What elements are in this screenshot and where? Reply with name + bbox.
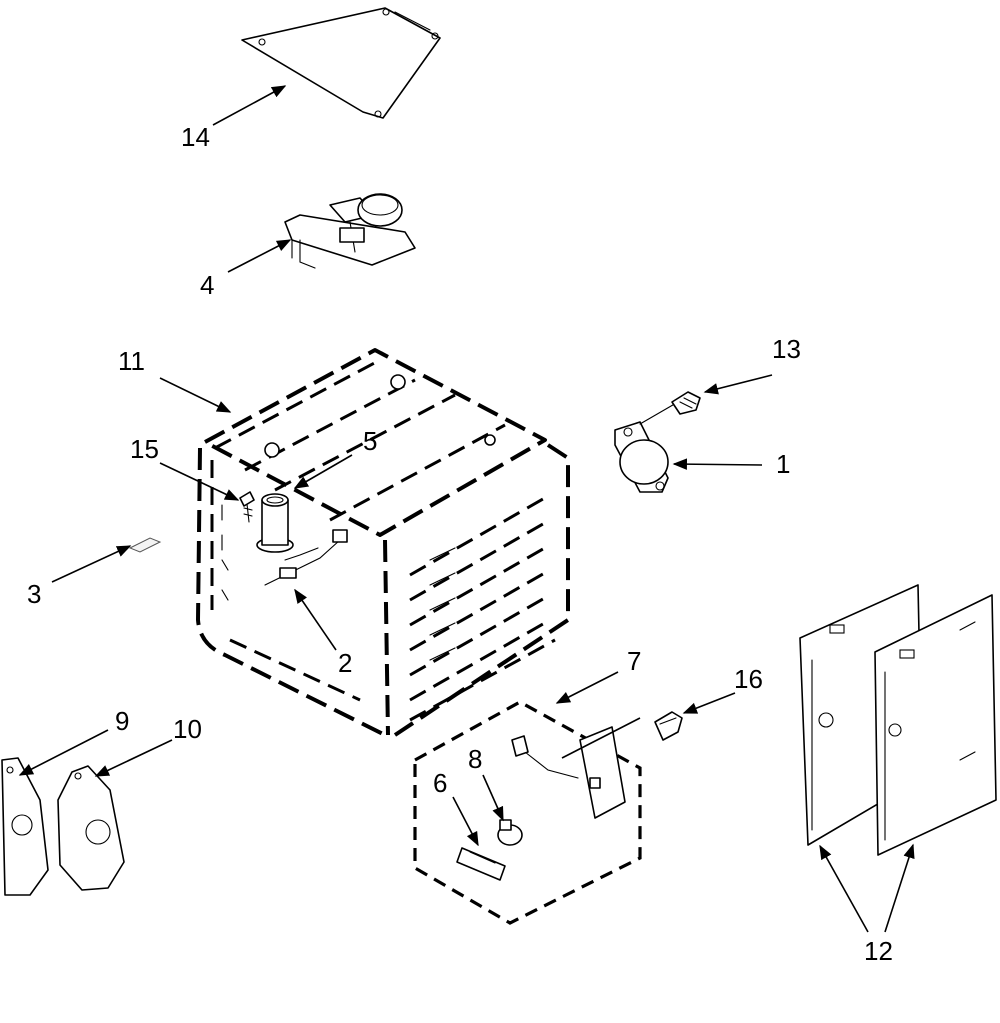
callout-5: 5 <box>363 426 377 456</box>
part-9-hinge <box>1 757 49 896</box>
callout-14: 14 <box>181 122 210 152</box>
part-14-top-plate <box>241 7 441 119</box>
callout-2: 2 <box>338 648 352 678</box>
callout-10: 10 <box>173 714 202 744</box>
part-12-side-panels <box>799 584 997 856</box>
callout-12: 12 <box>864 936 893 966</box>
part-13-screw <box>671 391 701 415</box>
callout-8: 8 <box>468 744 482 774</box>
callout-3: 3 <box>27 579 41 609</box>
part-6-lens <box>456 847 506 881</box>
part-16-screw <box>654 711 683 741</box>
callout-11: 11 <box>118 346 145 376</box>
callout-7: 7 <box>627 646 641 676</box>
callout-16: 16 <box>734 664 763 694</box>
part-4-door-lock-assembly <box>284 193 416 269</box>
callout-13: 13 <box>772 334 801 364</box>
part-8-bulb <box>497 819 523 846</box>
part-1-thermal-cutoff <box>614 401 679 493</box>
part-3-component <box>128 537 162 553</box>
leader-lines <box>18 85 915 933</box>
part-2-sensor-wire <box>264 529 348 586</box>
callout-9: 9 <box>115 706 129 736</box>
callout-6: 6 <box>433 768 447 798</box>
callout-4: 4 <box>200 270 214 300</box>
part-15-screw <box>239 491 255 523</box>
callout-1: 1 <box>776 449 790 479</box>
part-5-lamp-housing <box>256 493 294 553</box>
part-7-lamp-kit <box>413 700 642 925</box>
part-10-hinge <box>57 765 125 891</box>
part-11-oven-cavity <box>196 348 570 737</box>
callout-labels: 14 4 11 13 15 5 1 3 2 7 16 9 10 8 6 12 <box>27 122 893 966</box>
callout-15: 15 <box>130 434 159 464</box>
